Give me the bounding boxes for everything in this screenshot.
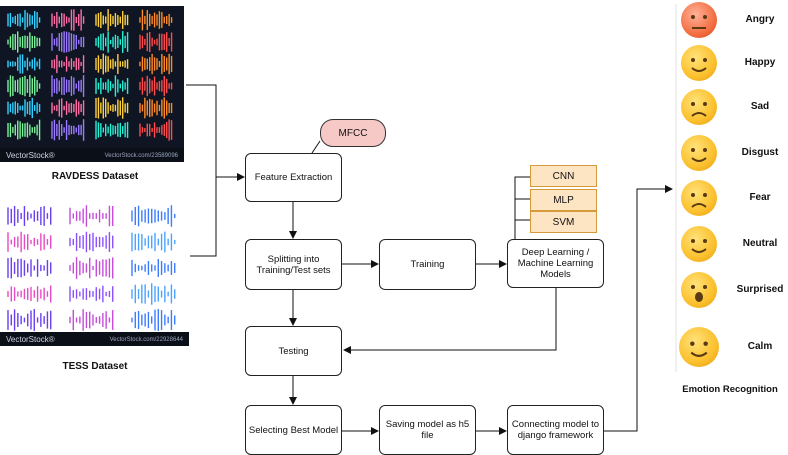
ravdess-caption: RAVDESS Dataset [51, 171, 139, 182]
tess-to-feature-arrow [190, 173, 245, 257]
training-box: Training [379, 239, 476, 290]
ravdess-waveforms [7, 9, 173, 141]
testing-box: Testing [245, 326, 342, 376]
angry-face-icon [681, 2, 717, 38]
tess-waveforms [7, 205, 176, 331]
svm-model: SVM [530, 211, 597, 233]
emotion-label-neutral: Neutral [742, 238, 778, 249]
mfcc-link [311, 140, 321, 154]
ravdess-watermark: VectorStock® [6, 151, 55, 160]
smiling-face-icon [681, 45, 717, 81]
emotion-label-disgust: Disgust [741, 147, 779, 158]
feature-extraction-box: Feature Extraction [245, 153, 342, 202]
ravdess-to-feature-arrow [186, 84, 217, 177]
saving-model-box: Saving model as h5 file [379, 405, 476, 455]
tess-caption: TESS Dataset [62, 361, 128, 372]
emotion-label-angry: Angry [745, 14, 775, 25]
mfcc-pill: MFCC [320, 119, 386, 147]
connecting-to-emotions-arrow [604, 185, 673, 432]
emotion-label-sad: Sad [750, 101, 770, 112]
sad-face-icon [681, 89, 717, 125]
splitting-box: Splitting into Training/Test sets [245, 239, 342, 290]
emotion-label-calm: Calm [747, 341, 773, 352]
mlp-model: MLP [530, 189, 597, 211]
emotion-label-surprised: Surprised [736, 284, 784, 295]
connecting-django-box: Connecting model to django framework [507, 405, 604, 455]
ravdess-dataset-image: VectorStock® VectorStock.com/23589096 [0, 6, 184, 162]
tess-watermark: VectorStock® [6, 335, 55, 344]
emotion-recognition-caption: Emotion Recognition [682, 384, 778, 395]
ravdess-image-id: VectorStock.com/23589096 [104, 153, 178, 159]
fearful-crying-face-icon [681, 180, 717, 216]
smirking-face-icon [681, 226, 717, 262]
tess-image-id: VectorStock.com/22928644 [109, 337, 183, 343]
tess-dataset-image: VectorStock® VectorStock.com/22928644 [0, 196, 189, 346]
selecting-best-model-box: Selecting Best Model [245, 405, 342, 455]
cnn-model: CNN [530, 165, 597, 187]
models-bracket [514, 176, 530, 240]
disgust-face-icon [681, 135, 717, 171]
emotion-label-happy: Happy [744, 57, 776, 68]
surprised-face-icon [681, 272, 717, 308]
models-box: Deep Learning / Machine Learning Models [507, 239, 604, 288]
models-to-testing-arrow [343, 288, 557, 354]
emotion-label-fear: Fear [749, 192, 771, 203]
relieved-face-icon [679, 327, 719, 367]
